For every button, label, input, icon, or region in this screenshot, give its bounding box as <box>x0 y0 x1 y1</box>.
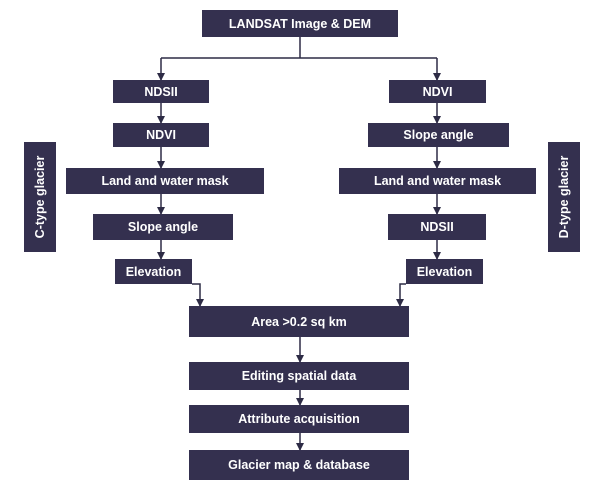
node-left-ndsii-label: NDSII <box>144 84 178 99</box>
node-left-ndvi: NDVI <box>113 123 209 147</box>
node-glacier-map-database-label: Glacier map & database <box>228 458 370 472</box>
node-left-land-water-mask-label: Land and water mask <box>101 174 229 188</box>
node-left-elevation-label: Elevation <box>125 264 182 279</box>
node-landsat-dem: LANDSAT Image & DEM <box>202 10 398 37</box>
node-area-filter-label: Area >0.2 sq km <box>251 314 347 329</box>
node-right-ndvi: NDVI <box>389 80 486 103</box>
connector-left-elevation-to-area <box>192 283 204 307</box>
node-glacier-map-database: Glacier map & database <box>189 450 409 480</box>
node-editing-spatial-data-label: Editing spatial data <box>241 369 357 383</box>
node-left-slope-angle-label: Slope angle <box>127 220 199 234</box>
label-c-type-glacier-text: C-type glacier <box>33 155 47 239</box>
node-landsat-dem-label: LANDSAT Image & DEM <box>228 16 372 31</box>
node-attribute-acquisition: Attribute acquisition <box>189 405 409 433</box>
label-d-type-glacier: D-type glacier <box>548 142 580 252</box>
label-d-type-glacier-text: D-type glacier <box>557 155 571 239</box>
node-right-ndvi-label: NDVI <box>422 84 453 99</box>
label-c-type-glacier: C-type glacier <box>24 142 56 252</box>
node-right-ndsii-label: NDSII <box>420 220 454 234</box>
connector-right-elevation-to-area <box>396 283 406 307</box>
node-left-elevation: Elevation <box>115 259 192 284</box>
node-right-elevation: Elevation <box>406 259 483 284</box>
node-right-land-water-mask-label: Land and water mask <box>373 174 502 188</box>
node-left-ndsii: NDSII <box>113 80 209 103</box>
node-attribute-acquisition-label: Attribute acquisition <box>238 412 360 426</box>
node-right-land-water-mask: Land and water mask <box>339 168 536 194</box>
node-right-ndsii: NDSII <box>388 214 486 240</box>
node-left-land-water-mask: Land and water mask <box>66 168 264 194</box>
node-right-slope-angle-label: Slope angle <box>403 128 474 142</box>
node-right-elevation-label: Elevation <box>416 264 473 279</box>
node-right-slope-angle: Slope angle <box>368 123 509 147</box>
node-editing-spatial-data: Editing spatial data <box>189 362 409 390</box>
node-left-ndvi-label: NDVI <box>146 128 176 142</box>
node-area-filter: Area >0.2 sq km <box>189 306 409 337</box>
node-left-slope-angle: Slope angle <box>93 214 233 240</box>
